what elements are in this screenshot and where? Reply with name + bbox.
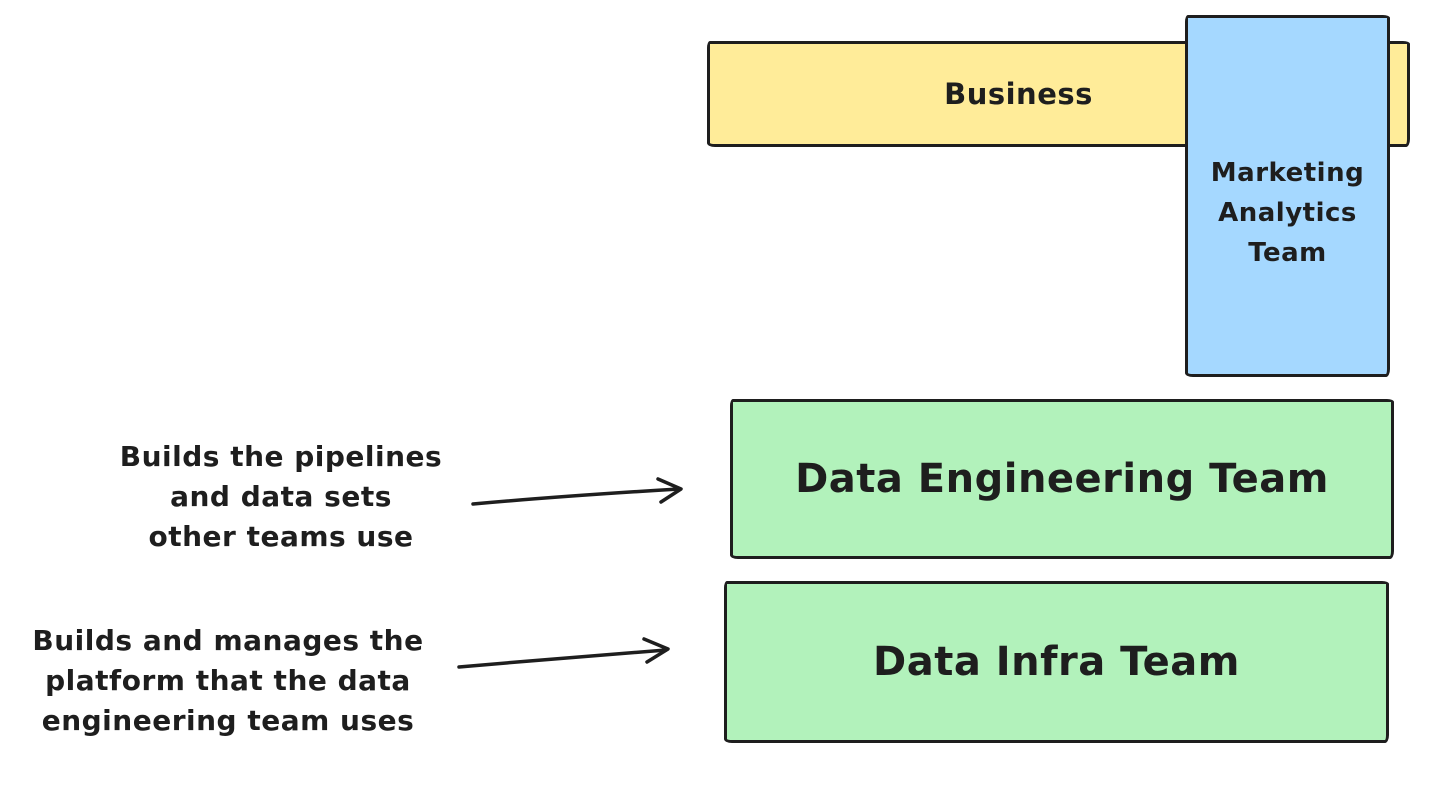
marketing-analytics-label-line: Analytics [1218, 198, 1357, 228]
data-engineering-box-label: Data Engineering Team [795, 456, 1329, 502]
annotation-line: and data sets [170, 480, 392, 513]
annotation-line: Builds and manages the [32, 624, 424, 657]
data-infra-annotation: Builds and manages the platform that the… [22, 621, 434, 741]
annotation-line: other teams use [148, 520, 414, 553]
marketing-analytics-label-line: Team [1248, 238, 1327, 268]
annotation-line: platform that the data [45, 664, 411, 697]
arrow-to-data-engineering [471, 477, 683, 506]
annotation-line: engineering team uses [41, 704, 415, 737]
data-infra-box-label: Data Infra Team [873, 639, 1240, 685]
data-engineering-box: Data Engineering Team [730, 399, 1394, 559]
marketing-analytics-box: Marketing Analytics Team [1185, 15, 1390, 377]
data-engineering-annotation: Builds the pipelines and data sets other… [98, 437, 464, 557]
business-box-label: Business [944, 77, 1093, 111]
arrow-to-data-infra [457, 637, 670, 669]
data-infra-box: Data Infra Team [724, 581, 1389, 743]
marketing-analytics-label-line: Marketing [1210, 158, 1365, 188]
annotation-line: Builds the pipelines [119, 440, 443, 473]
